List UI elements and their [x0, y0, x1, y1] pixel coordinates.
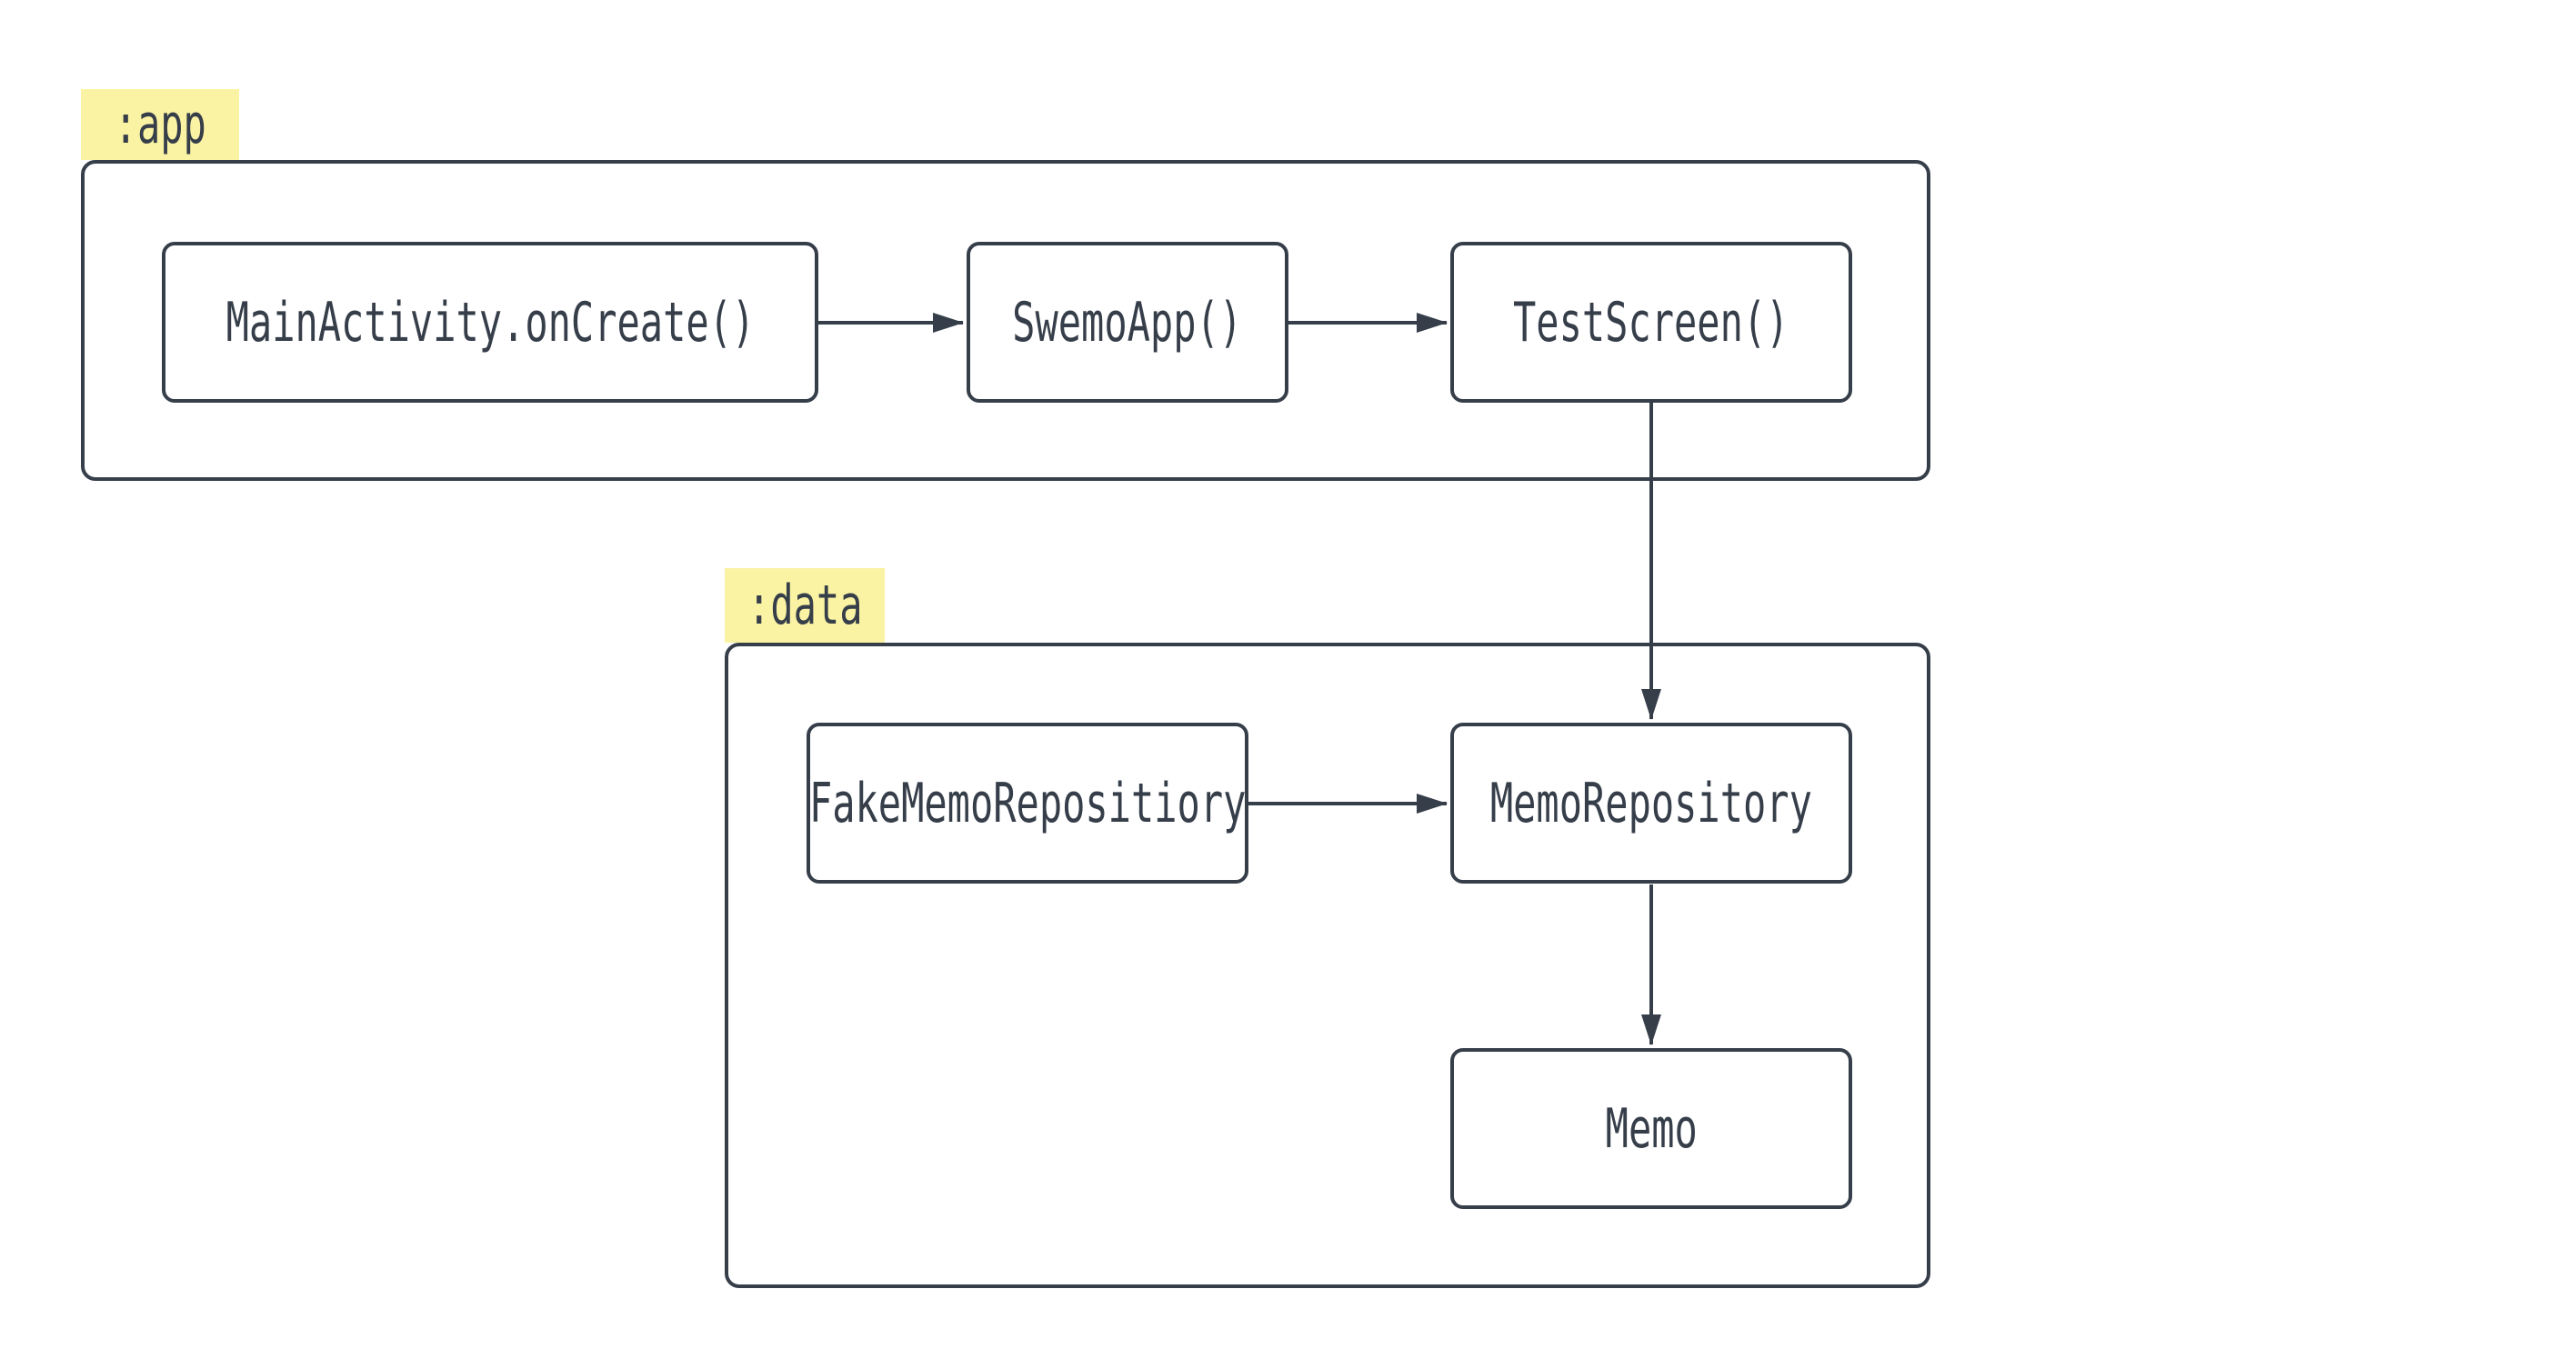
node-main-activity-oncreate: MainActivity.onCreate() [162, 242, 818, 403]
node-swemo-app-label: SwemoApp() [1012, 290, 1243, 355]
group-label-data: :data [725, 568, 885, 643]
node-memo-repository: MemoRepository [1450, 723, 1852, 884]
node-test-screen: TestScreen() [1450, 242, 1852, 403]
node-memo-repository-label: MemoRepository [1490, 771, 1813, 835]
node-fake-memo-repositiory: FakeMemoRepositiory [807, 723, 1248, 884]
group-label-app-text: :app [114, 93, 206, 156]
node-memo-label: Memo [1605, 1096, 1698, 1161]
group-container-data [725, 643, 1930, 1288]
group-label-app: :app [81, 89, 239, 160]
node-swemo-app: SwemoApp() [967, 242, 1288, 403]
group-label-data-text: :data [747, 574, 863, 637]
node-fake-memo-repositiory-label: FakeMemoRepositiory [808, 771, 1247, 835]
node-main-activity-oncreate-label: MainActivity.onCreate() [226, 290, 755, 355]
node-memo: Memo [1450, 1048, 1852, 1209]
node-test-screen-label: TestScreen() [1513, 290, 1789, 355]
group-container-app [81, 160, 1930, 481]
